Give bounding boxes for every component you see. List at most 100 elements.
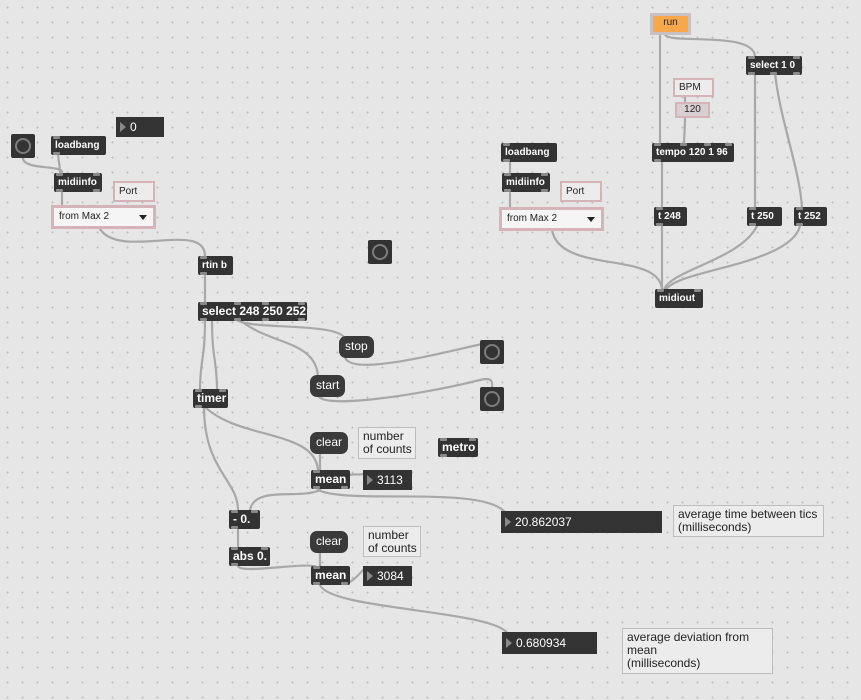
clear-message-top[interactable]: clear [310, 432, 349, 454]
select-object-right[interactable]: select 1 0 [746, 56, 802, 75]
clear-message-bottom[interactable]: clear [310, 531, 349, 553]
outlet-port[interactable] [313, 486, 320, 489]
outlet-port[interactable] [313, 582, 320, 585]
object-label: midiout [659, 293, 696, 304]
inlet-row [502, 173, 550, 176]
outlet-port[interactable] [770, 72, 777, 75]
outlet-port[interactable] [341, 486, 348, 489]
inlet-port[interactable] [56, 173, 63, 176]
outlet-port[interactable] [793, 72, 800, 75]
inlet-port[interactable] [748, 56, 755, 59]
loadbang-object-left[interactable]: loadbang [51, 136, 106, 155]
inlet-port[interactable] [749, 207, 756, 210]
object-label: select 248 250 252 [202, 304, 307, 318]
timer-object[interactable]: timer [193, 389, 228, 408]
object-label: t 252 [798, 211, 821, 222]
midiinfo-object-left[interactable]: midiinfo [54, 173, 102, 192]
cord [202, 405, 240, 512]
bpm-number-box[interactable]: 120 [675, 102, 710, 118]
outlet-port[interactable] [262, 318, 269, 321]
object-label: midiinfo [506, 177, 545, 188]
number-box-zero[interactable]: 0 [116, 117, 164, 137]
midiout-object[interactable]: midiout [655, 289, 703, 308]
inlet-port[interactable] [200, 256, 207, 259]
cord [662, 224, 759, 292]
bang-button-middle[interactable] [368, 240, 392, 264]
average-time-number[interactable]: 20.862037 [501, 511, 662, 533]
tempo-object[interactable]: tempo 120 1 96 [652, 143, 734, 162]
t-250-object[interactable]: t 250 [747, 207, 782, 226]
t-252-object[interactable]: t 252 [794, 207, 827, 226]
outlet-port[interactable] [541, 189, 548, 192]
object-label: - 0. [233, 512, 251, 526]
outlet-port[interactable] [200, 318, 207, 321]
bang-button-loadbang[interactable] [11, 134, 35, 158]
average-deviation-number[interactable]: 0.680934 [502, 632, 597, 654]
bang-button-start[interactable] [480, 387, 504, 411]
metro-object[interactable]: metro [438, 438, 478, 457]
inlet-port[interactable] [694, 289, 701, 292]
count-number-bottom[interactable]: 3084 [363, 566, 412, 586]
inlet-port[interactable] [657, 289, 664, 292]
inlet-port[interactable] [796, 207, 803, 210]
rtin-object[interactable]: rtin b [198, 256, 233, 275]
inlet-port[interactable] [503, 143, 510, 146]
port-menu-left[interactable]: from Max 2 [51, 205, 156, 229]
port-label-right: Port [560, 181, 602, 202]
outlet-port[interactable] [56, 189, 63, 192]
midiinfo-object-right[interactable]: midiinfo [502, 173, 550, 192]
outlet-port[interactable] [796, 223, 803, 226]
stop-message[interactable]: stop [339, 336, 374, 358]
inlet-port[interactable] [793, 56, 800, 59]
t-248-object[interactable]: t 248 [654, 207, 687, 226]
outlet-port[interactable] [234, 318, 241, 321]
inlet-port[interactable] [93, 173, 100, 176]
abs-object[interactable]: abs 0. [229, 547, 270, 566]
object-label: midiinfo [58, 177, 97, 188]
port-label-left: Port [113, 181, 155, 202]
outlet-port[interactable] [503, 159, 510, 162]
cord [682, 115, 687, 147]
inlet-port[interactable] [251, 510, 258, 513]
start-message[interactable]: start [310, 375, 346, 397]
inlet-port[interactable] [541, 173, 548, 176]
average-deviation-label: average deviation from mean (millisecond… [622, 628, 773, 674]
object-label: loadbang [505, 147, 550, 158]
inlet-port[interactable] [725, 143, 732, 146]
number-value: 20.862037 [515, 515, 572, 529]
mean-object-bottom[interactable]: mean [311, 566, 350, 585]
bang-button-stop[interactable] [480, 340, 504, 364]
inlet-port[interactable] [680, 143, 687, 146]
cord [236, 564, 320, 570]
count-number-top[interactable]: 3113 [363, 470, 412, 490]
menu-selected: from Max 2 [507, 213, 558, 224]
outlet-port[interactable] [93, 189, 100, 192]
outlet-port[interactable] [656, 223, 663, 226]
minus-object[interactable]: - 0. [229, 510, 260, 529]
outlet-port[interactable] [748, 72, 755, 75]
mean-object-top[interactable]: mean [311, 470, 350, 489]
outlet-port[interactable] [504, 189, 511, 192]
outlet-port[interactable] [200, 272, 207, 275]
outlet-port[interactable] [440, 454, 447, 457]
select-object-main[interactable]: select 248 250 252 [198, 302, 307, 321]
outlet-port[interactable] [654, 159, 661, 162]
port-menu-right[interactable]: from Max 2 [499, 207, 604, 231]
inlet-port[interactable] [504, 173, 511, 176]
outlet-port[interactable] [749, 223, 756, 226]
run-button[interactable]: run [650, 13, 691, 35]
inlet-port[interactable] [53, 136, 60, 139]
outlet-port[interactable] [341, 582, 348, 585]
outlet-port[interactable] [195, 405, 202, 408]
outlet-port[interactable] [231, 526, 238, 529]
outlet-port[interactable] [298, 318, 305, 321]
outlet-port[interactable] [53, 152, 60, 155]
inlet-port[interactable] [656, 207, 663, 210]
inlet-port[interactable] [704, 143, 711, 146]
number-value: 0.680934 [516, 636, 567, 650]
number-box-triangle-icon [506, 638, 512, 648]
loadbang-object-right[interactable]: loadbang [501, 143, 557, 162]
outlet-port[interactable] [231, 563, 238, 566]
inlet-port[interactable] [654, 143, 661, 146]
